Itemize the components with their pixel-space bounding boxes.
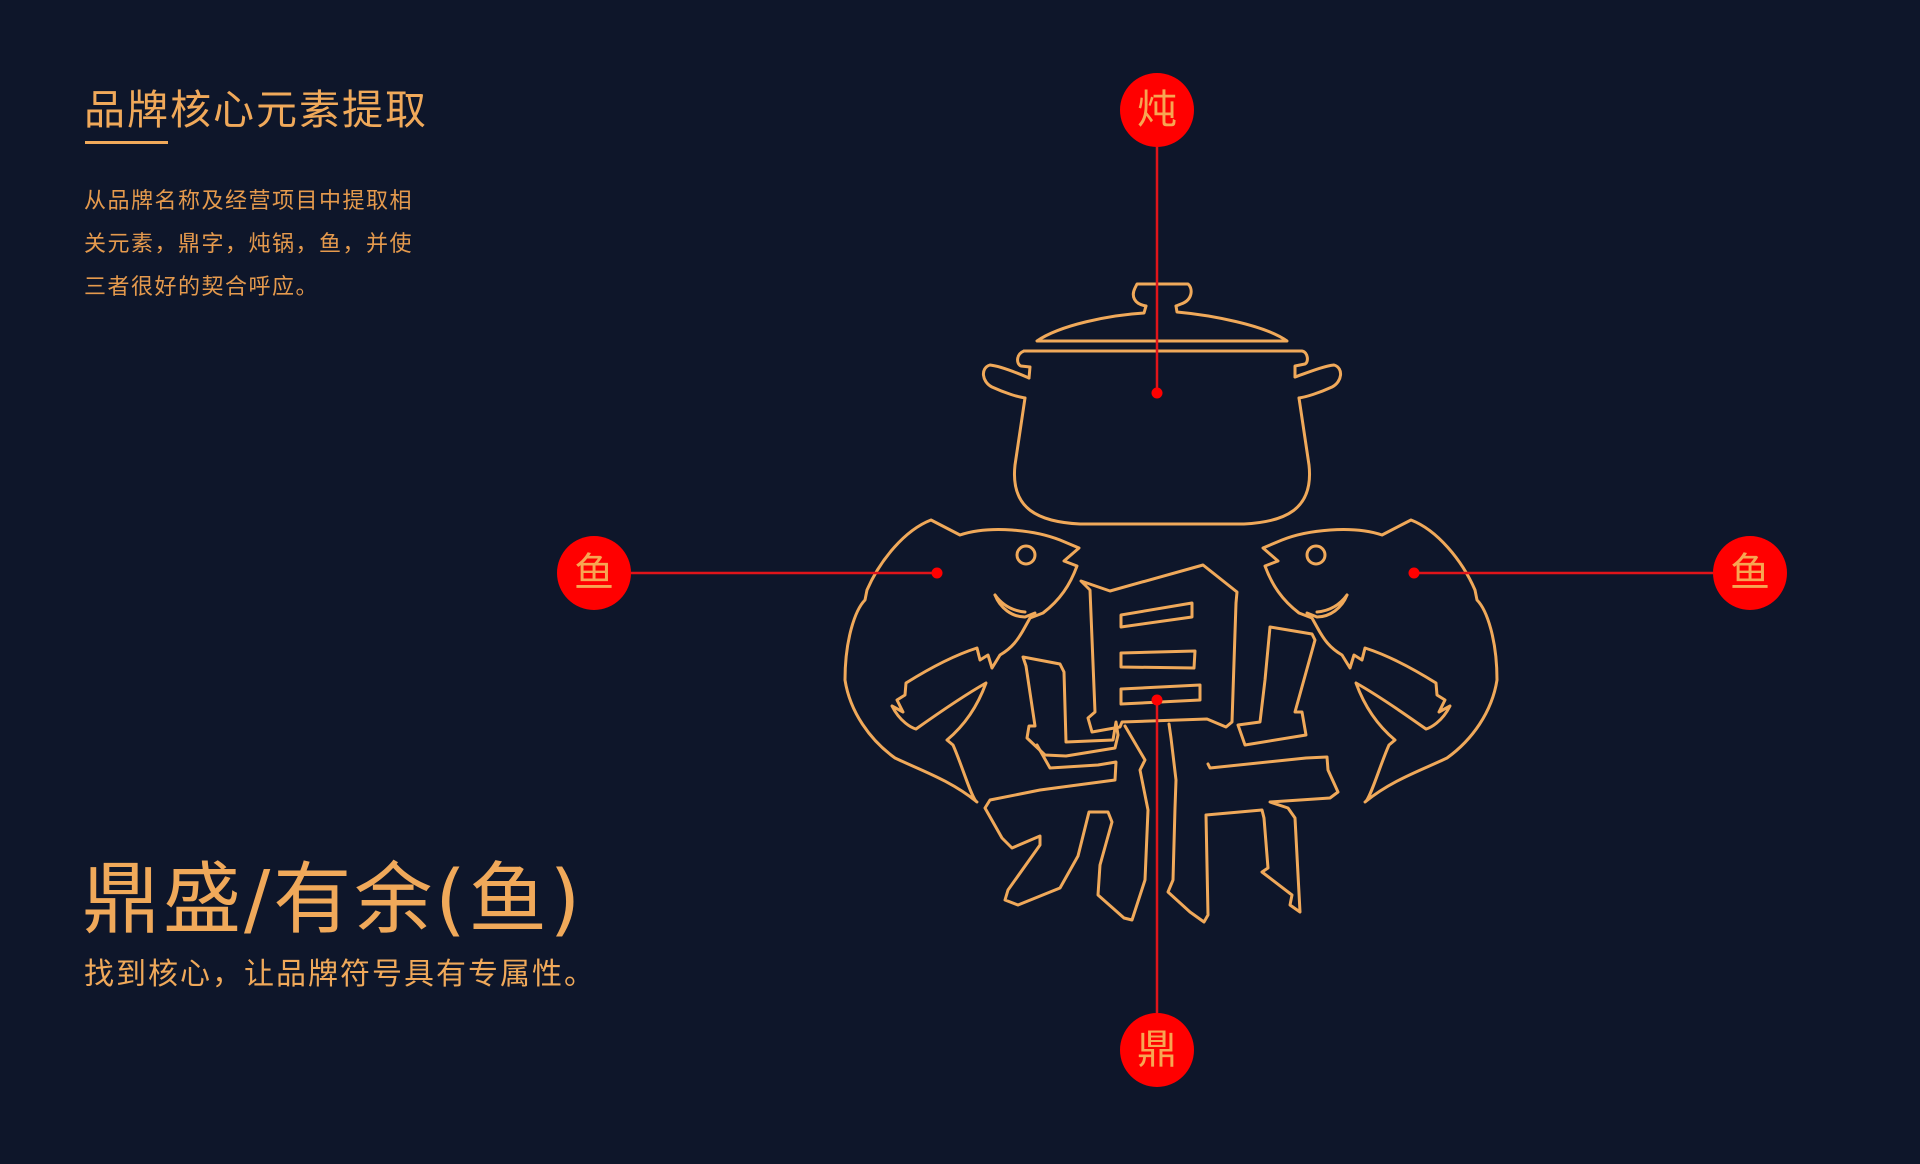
callout-label: 炖 xyxy=(1137,87,1177,133)
callout-badge-bottom: 鼎 xyxy=(1120,1013,1194,1087)
callout-badge-left: 鱼 xyxy=(557,536,631,610)
anchor-dot-ding xyxy=(1151,694,1163,706)
callout-label: 鼎 xyxy=(1137,1027,1177,1073)
section-title: 品牌核心元素提取 xyxy=(84,86,428,134)
callout-badge-top: 炖 xyxy=(1120,73,1194,147)
anchor-dot-pot xyxy=(1151,387,1163,399)
headline-sub: 找到核心，让品牌符号具有专属性。 xyxy=(84,957,596,992)
headline-main: 鼎盛/有余(鱼) xyxy=(82,855,584,945)
description-line: 三者很好的契合呼应。 xyxy=(84,275,320,300)
callout-badge-right: 鱼 xyxy=(1713,536,1787,610)
callout-label: 鱼 xyxy=(1730,550,1770,596)
description-line: 关元素，鼎字，炖锅，鱼，并使 xyxy=(84,232,414,257)
description-line: 从品牌名称及经营项目中提取相 xyxy=(84,189,414,214)
callout-label: 鱼 xyxy=(574,550,614,596)
anchor-dot-right-fish xyxy=(1408,567,1420,579)
title-underline xyxy=(85,141,168,144)
left-fish-icon xyxy=(843,518,1081,804)
stew-pot-icon xyxy=(982,282,1342,526)
right-fish-icon xyxy=(1261,518,1499,804)
section-description: 从品牌名称及经营项目中提取相 关元素，鼎字，炖锅，鱼，并使 三者很好的契合呼应。 xyxy=(84,180,444,309)
anchor-dot-left-fish xyxy=(931,567,943,579)
ding-character-icon xyxy=(983,563,1340,924)
